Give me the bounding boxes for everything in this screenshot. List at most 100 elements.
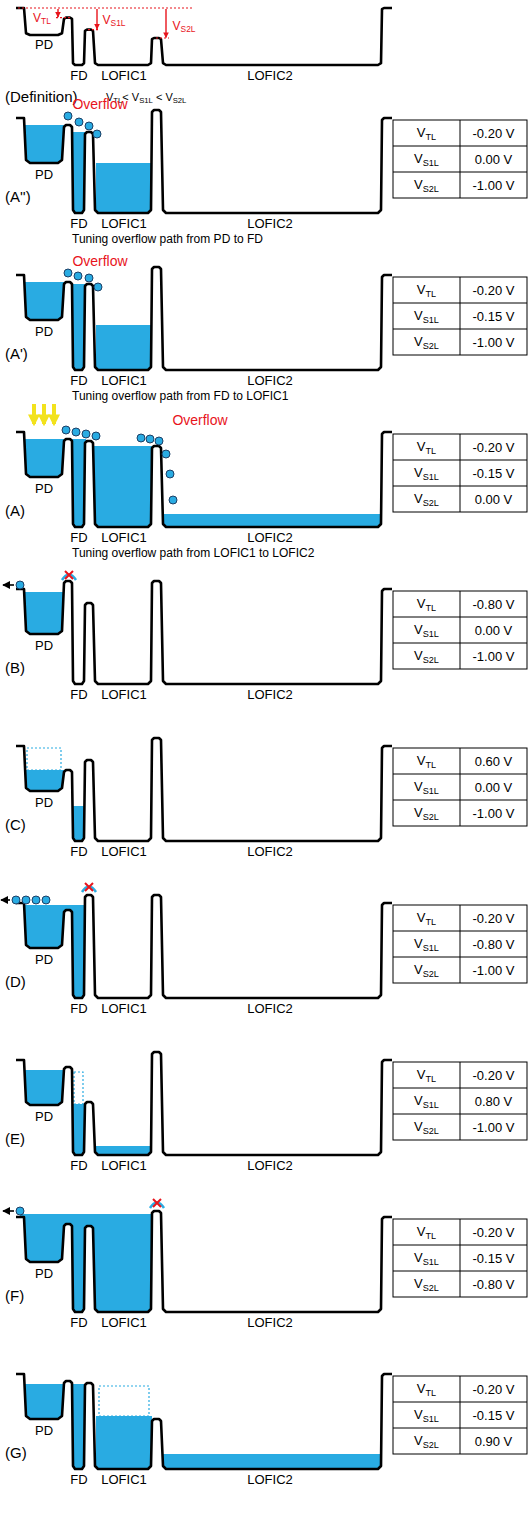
previous-level: [99, 1386, 149, 1416]
well-label: LOFIC2: [247, 1002, 293, 1015]
table-cell: VS2L: [414, 1434, 439, 1447]
table-cell: 0.00 V: [475, 624, 513, 637]
height-arrow: [96, 9, 97, 29]
well-label: PD: [35, 325, 53, 338]
table-cell: -0.20 V: [473, 284, 515, 297]
electron-dot: [32, 896, 40, 904]
well-label: LOFIC1: [101, 1316, 147, 1329]
panel-label: (D): [5, 974, 26, 989]
electron-dot: [75, 118, 83, 126]
voltage-table: [393, 120, 527, 198]
electron-dot: [155, 437, 163, 445]
well-label: PD: [35, 796, 53, 809]
voltage-table: [393, 905, 527, 983]
well-label: LOFIC2: [247, 69, 293, 82]
well-label: PD: [35, 38, 53, 51]
table-frame: [393, 748, 527, 826]
well-label: LOFIC2: [247, 531, 293, 544]
table-cell: -1.00 V: [473, 650, 515, 663]
table-cell: VS1L: [414, 152, 439, 165]
table-cell: VS2L: [414, 1120, 439, 1133]
overflow-label: Overflow: [172, 413, 227, 427]
table-cell: 0.00 V: [475, 493, 513, 506]
well-label: PD: [35, 482, 53, 495]
panel-label: (Definition): [5, 89, 78, 104]
table-cell: -1.00 V: [473, 179, 515, 192]
table-cell: -0.15 V: [473, 310, 515, 323]
reference-line: [156, 37, 169, 38]
electron-dot: [22, 896, 30, 904]
electron-dot: [16, 581, 24, 589]
table-rule: [393, 1271, 527, 1272]
table-rule: [393, 1114, 527, 1115]
charge-fill: [20, 770, 72, 846]
well-label: LOFIC1: [101, 69, 147, 82]
table-cell: -0.15 V: [473, 467, 515, 480]
table-cell: VS2L: [414, 1277, 439, 1290]
caption-note: Tuning overflow path from FD to LOFIC1: [72, 390, 288, 402]
height-arrow: [165, 9, 166, 38]
table-cell: VS1L: [414, 1251, 439, 1264]
well-label: FD: [70, 374, 87, 387]
table-cell: VTL: [417, 126, 436, 139]
table-rule: [393, 957, 527, 958]
table-cell: 0.00 V: [475, 781, 513, 794]
table-cell: -1.00 V: [473, 1121, 515, 1134]
well-label: PD: [35, 1267, 53, 1280]
table-cell: VTL: [417, 754, 436, 767]
well-label: LOFIC1: [101, 217, 147, 230]
electron-dot: [72, 428, 80, 436]
charge-fill: [96, 163, 152, 218]
table-cell: 0.80 V: [475, 1095, 513, 1108]
voltage-table: [393, 277, 527, 355]
panel-label: (G): [5, 1445, 27, 1460]
table-cell: VTL: [417, 911, 436, 924]
table-cell: -0.80 V: [473, 598, 515, 611]
voltage-name: VTL: [33, 12, 51, 24]
panel-label: (C): [5, 817, 26, 832]
well-label: LOFIC2: [247, 1473, 293, 1486]
panel-label: (A'): [5, 346, 28, 361]
drain-arrow: [3, 584, 14, 586]
caption-note: Tuning overflow path from PD to FD: [72, 233, 263, 245]
table-cell: VTL: [417, 1068, 436, 1081]
electron-dot: [85, 122, 93, 130]
table-cell: -1.00 V: [473, 807, 515, 820]
electron-dot: [169, 496, 177, 504]
charge-fill: [96, 1416, 152, 1474]
well-label: PD: [35, 168, 53, 181]
table-cell: VS1L: [414, 780, 439, 793]
well-profile: [16, 738, 392, 841]
well-profile: [16, 1374, 392, 1469]
voltage-table: [393, 1062, 527, 1140]
table-cell: -0.20 V: [473, 1226, 515, 1239]
overflow-label: Overflow: [72, 254, 127, 268]
table-rule: [460, 1219, 461, 1297]
table-rule: [393, 486, 527, 487]
voltage-table: [393, 434, 527, 512]
phase-panel: [1, 883, 527, 1003]
electron-dot: [64, 112, 72, 120]
well-label: FD: [70, 1316, 87, 1329]
table-rule: [393, 1245, 527, 1246]
light-arrow: [32, 404, 36, 424]
voltage-name: VS1L: [103, 14, 126, 26]
table-cell: VTL: [417, 440, 436, 453]
electron-dot: [42, 896, 50, 904]
well-label: FD: [70, 688, 87, 701]
blocked-mark: [153, 1199, 161, 1207]
well-label: LOFIC2: [247, 845, 293, 858]
well-profile: [16, 1052, 392, 1155]
table-rule: [460, 748, 461, 826]
well-label: LOFIC1: [101, 688, 147, 701]
table-rule: [393, 1088, 527, 1089]
panel-label: (E): [5, 1131, 25, 1146]
previous-level: [74, 1072, 83, 1104]
voltage-table: [393, 591, 527, 669]
reference-line: [56, 17, 70, 18]
table-cell: -0.15 V: [473, 1409, 515, 1422]
well-profile: [16, 432, 392, 527]
table-cell: 0.90 V: [475, 1435, 513, 1448]
charge-fill: [20, 905, 86, 1003]
